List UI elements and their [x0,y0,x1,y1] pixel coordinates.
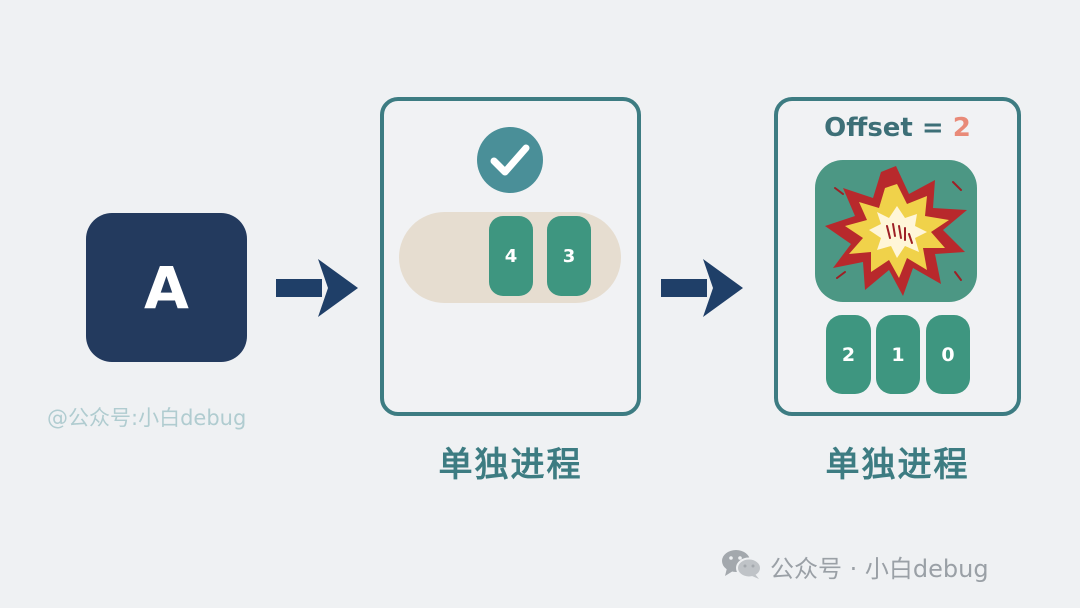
check-icon [477,127,543,193]
message-block: 3 [547,216,591,296]
wechat-icon [721,548,763,584]
message-block: 0 [926,315,970,394]
watermark-left: @公众号:小白debug [47,406,247,430]
offset-text: Offset = [824,113,953,143]
process-caption-1: 单独进程 [438,445,583,485]
offset-value: 2 [952,113,971,143]
offset-label: Offset = 2 [774,113,1021,143]
producer-node: A [86,213,247,362]
process-caption-2: 单独进程 [825,445,970,485]
arrow-right-icon [661,259,743,317]
explosion-icon [815,160,977,302]
watermark-right: 公众号 · 小白debug [770,555,989,583]
message-block: 1 [876,315,920,394]
producer-label: A [144,253,189,322]
message-block: 2 [826,315,871,394]
message-block: 4 [489,216,533,296]
arrow-right-icon [276,259,358,317]
